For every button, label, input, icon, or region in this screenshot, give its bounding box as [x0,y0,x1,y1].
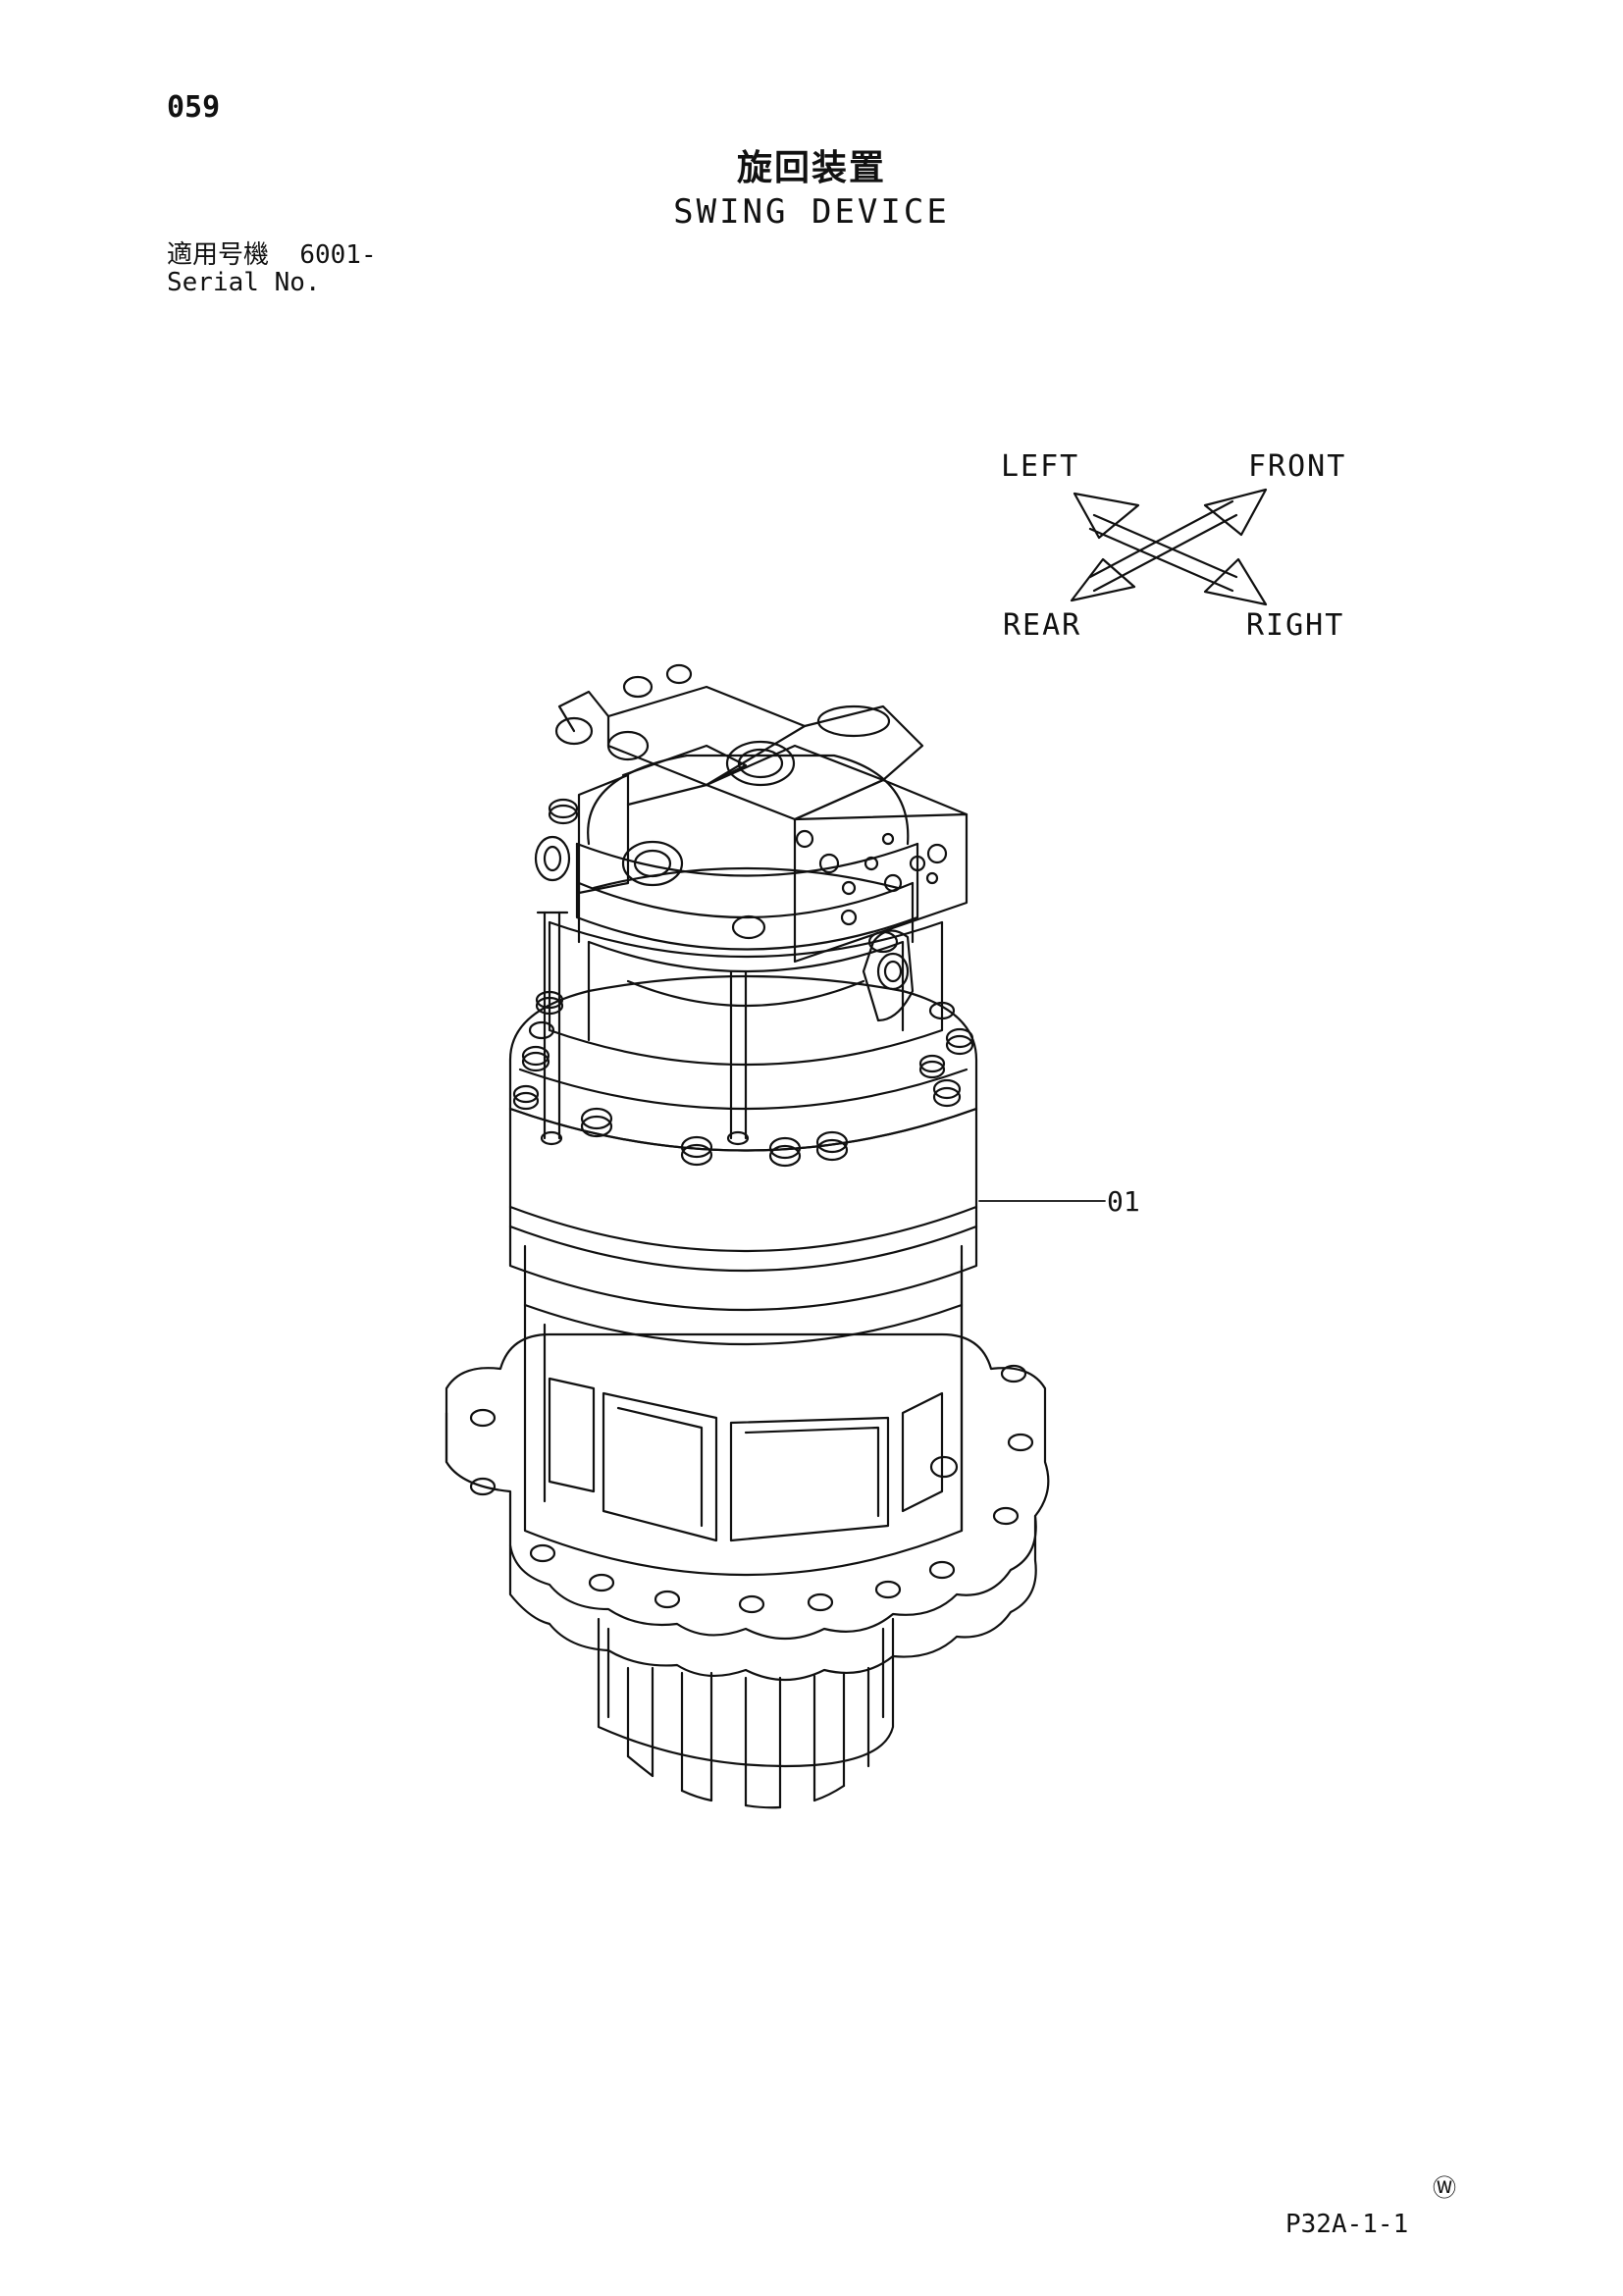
housing-window-4 [901,1391,944,1513]
arrow-head-rear [1070,557,1136,602]
serial-label-english: Serial No. [167,268,321,297]
serial-label-japanese: 適用号機 [167,240,270,270]
arrow-line-rear-front [1092,513,1238,593]
orientation-right-label: RIGHT [1246,608,1345,643]
arrow-head-front [1203,488,1268,537]
orientation-arrows [1070,488,1268,606]
orientation-front-label: FRONT [1248,449,1347,484]
valve-cover [606,685,807,787]
flange-bolt-holes [469,1364,1034,1614]
housing-plug [929,1455,959,1479]
arrow-line-rear-front-2 [1088,499,1234,579]
ring-gear-section [508,974,978,1168]
mounting-flange [445,1332,1050,1682]
housing-window-2 [602,1391,718,1542]
housing-window-3 [729,1416,890,1542]
lifting-eye-rod [534,835,750,1146]
orientation-rear-label: REAR [1003,608,1082,643]
serial-row-ja: 適用号機 6001- [167,241,377,269]
callout-label-01: 01 [1107,1185,1140,1218]
lower-housing [523,1244,964,1577]
arrow-head-right [1203,557,1268,606]
figure-code: P32A-1-1 [1285,2210,1409,2239]
pinion-gear [597,1617,895,1809]
title-japanese: 旋回装置 [736,148,886,188]
serial-block: 適用号機 6001- Serial No. [167,241,377,296]
orientation-left-label: LEFT [1001,449,1080,484]
housing-window-1 [548,1377,596,1493]
middle-drum [508,1107,978,1312]
valve-block [554,663,969,964]
arrow-line-left-right-2 [1088,527,1234,593]
ring-bolts [512,1027,974,1168]
side-port-boss [862,929,915,1022]
title-english: SWING DEVICE [673,192,950,232]
motor-side-bolts [528,798,956,1079]
page-number: 059 [167,90,221,125]
serial-value: 6001- [299,240,377,270]
manufacturer-mark: Ⓦ [1433,2174,1456,2202]
arrow-head-left [1073,492,1140,540]
arrow-line-left-right [1092,513,1238,579]
